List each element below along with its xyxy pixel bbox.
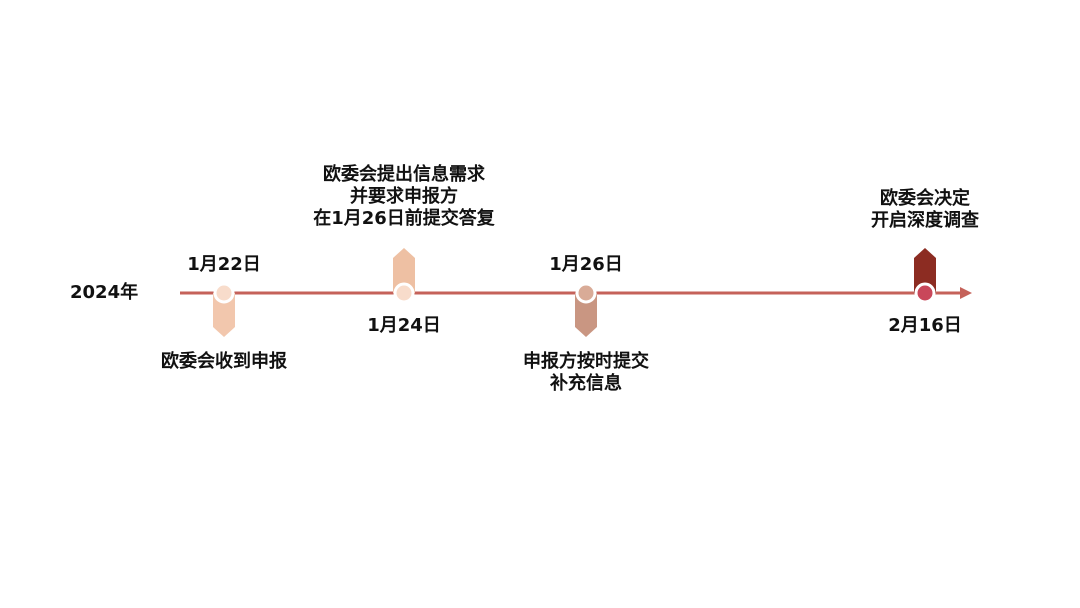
- event-1-description-line: 欧委会收到申报: [161, 351, 287, 372]
- event-3-date: 1月26日: [549, 254, 623, 275]
- event-2-description-line: 在1月26日前提交答复: [313, 208, 495, 229]
- event-4-date: 2月16日: [888, 315, 962, 336]
- event-3-description-line: 申报方按时提交: [523, 351, 649, 372]
- pointer-up-shape: [393, 248, 415, 293]
- event-2-description-line: 并要求申报方: [350, 186, 458, 207]
- pointer-up-shape: [914, 248, 936, 293]
- event-dot: [575, 282, 597, 304]
- event-dot: [914, 282, 936, 304]
- event-marker-1: [213, 282, 235, 337]
- pointer-down-shape: [575, 293, 597, 337]
- event-4-description: 欧委会决定 开启深度调查: [840, 188, 1010, 232]
- timeline-arrow-head: [960, 287, 972, 299]
- event-1-description: 欧委会收到申报: [134, 351, 314, 373]
- pointer-down-shape: [213, 293, 235, 337]
- event-dot: [393, 282, 415, 304]
- event-1-date: 1月22日: [187, 254, 261, 275]
- event-marker-2: [393, 248, 415, 304]
- event-4-description-line: 开启深度调查: [871, 210, 979, 231]
- event-2-date: 1月24日: [367, 315, 441, 336]
- event-dot: [213, 282, 235, 304]
- year-label: 2024年: [70, 282, 139, 303]
- event-3-description-line: 补充信息: [550, 373, 622, 394]
- event-marker-3: [575, 282, 597, 337]
- event-marker-4: [914, 248, 936, 304]
- event-3-description: 申报方按时提交 补充信息: [496, 351, 676, 395]
- event-2-description: 欧委会提出信息需求 并要求申报方 在1月26日前提交答复: [289, 164, 519, 230]
- event-2-description-line: 欧委会提出信息需求: [323, 164, 485, 185]
- event-4-description-line: 欧委会决定: [880, 188, 970, 209]
